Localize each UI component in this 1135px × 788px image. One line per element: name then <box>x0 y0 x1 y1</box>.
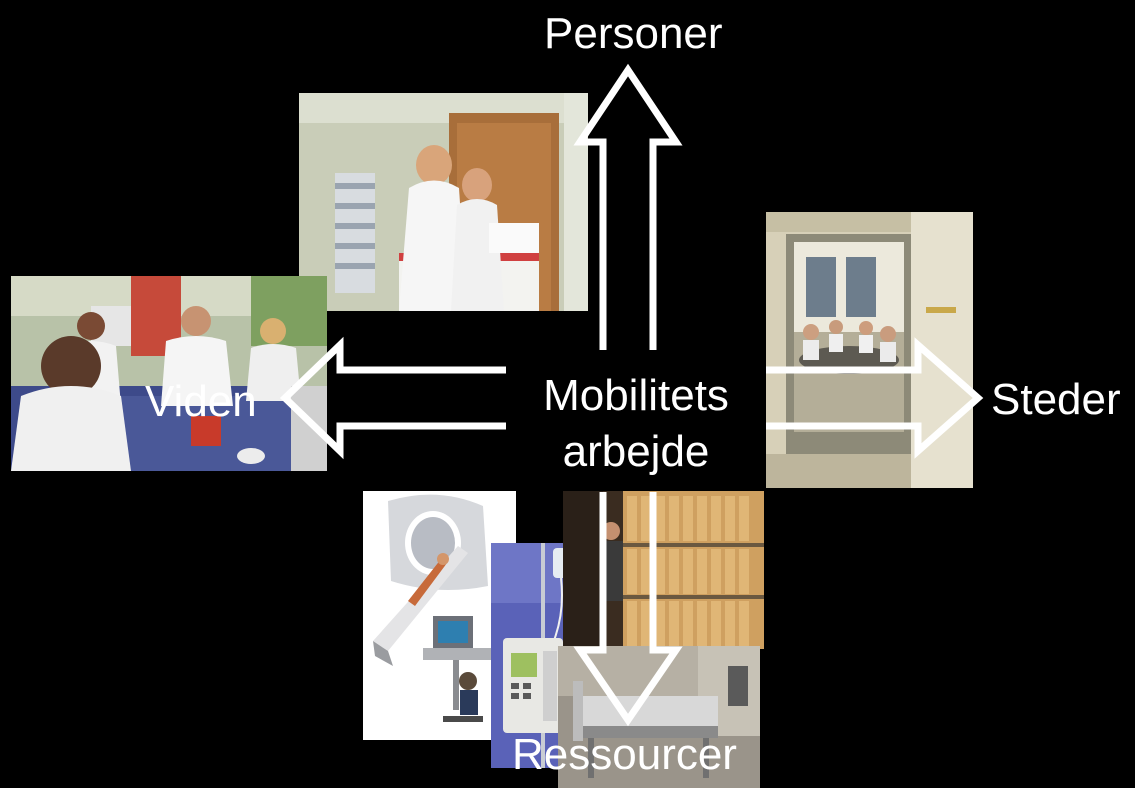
ressourcer-label: Ressourcer <box>512 730 737 779</box>
arrow-right-steder <box>766 337 984 459</box>
viden-label: Viden <box>145 377 257 426</box>
arrow-up-personer <box>573 63 683 350</box>
nurses-at-table-photo <box>11 276 327 471</box>
arrow-down-ressourcer <box>573 492 683 727</box>
steder-label: Steder <box>991 375 1121 424</box>
center-label-line1: Mobilitets <box>543 371 729 420</box>
nurses-at-desk-photo <box>299 93 588 311</box>
records-archive-photo <box>563 491 764 649</box>
ct-scanner-photo <box>363 491 516 740</box>
personer-label: Personer <box>544 9 723 58</box>
arrow-left-viden <box>279 336 506 460</box>
center-label: Mobilitets arbejde <box>508 368 764 480</box>
center-label-line2: arbejde <box>562 427 710 476</box>
